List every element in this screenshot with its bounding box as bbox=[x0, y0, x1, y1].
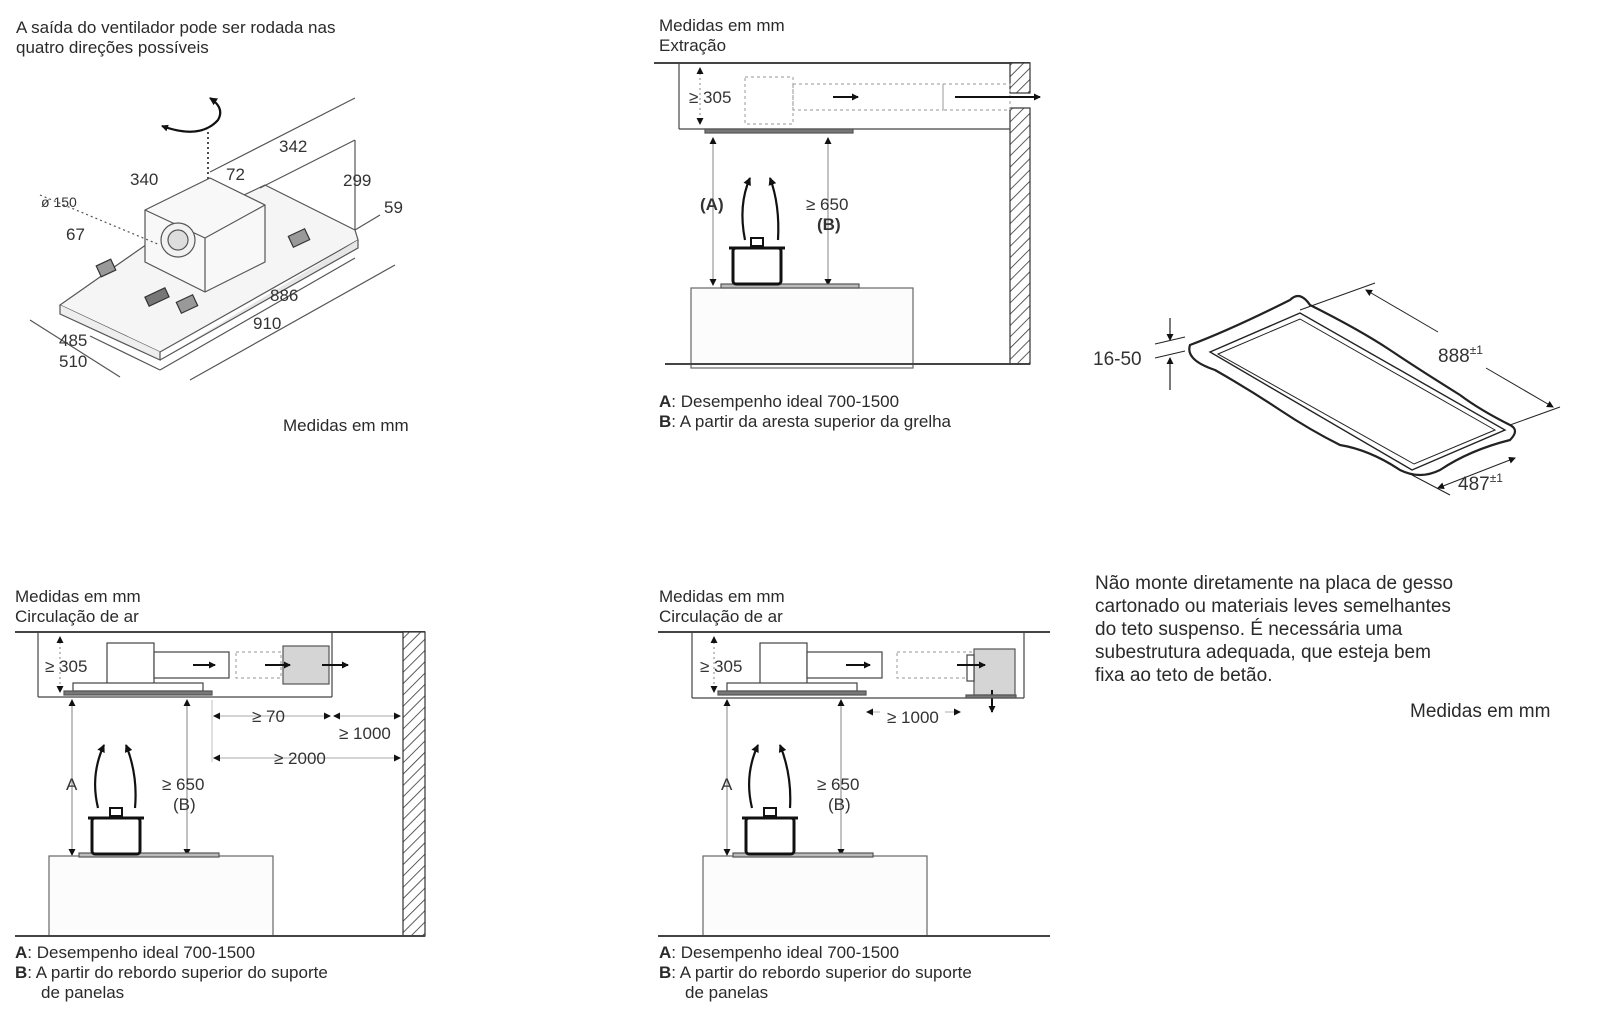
legend-b-continued: de panelas bbox=[685, 983, 769, 1002]
dim-min-1000: ≥ 1000 bbox=[887, 708, 939, 727]
warning-line: Não monte diretamente na placa de gesso bbox=[1095, 573, 1454, 594]
warning-line: cartonado ou materiais leves semelhantes bbox=[1095, 596, 1451, 617]
legend-a: A: Desempenho ideal 700-1500 bbox=[15, 943, 256, 962]
dim-min-650: ≥ 650 bbox=[806, 195, 848, 214]
recirc2-mode-title: Circulação de ar bbox=[659, 607, 783, 626]
dim-diameter-150: ø 150 bbox=[41, 194, 77, 210]
label-b: (B) bbox=[828, 795, 851, 814]
legend-b: B: A partir do rebordo superior do supor… bbox=[659, 963, 972, 982]
iso-units-label: Medidas em mm bbox=[283, 416, 409, 435]
legend-b: B: A partir do rebordo superior do supor… bbox=[15, 963, 328, 982]
iso-caption: A saída do ventilador pode ser rodada na… bbox=[16, 18, 335, 58]
dim-min-305: ≥ 305 bbox=[45, 657, 87, 676]
dim-min-650: ≥ 650 bbox=[817, 775, 859, 794]
dim-910: 910 bbox=[253, 314, 281, 333]
legend-a: A: Desempenho ideal 700-1500 bbox=[659, 392, 900, 411]
cutout-labels: 16-50 888±1 487±1 bbox=[1093, 343, 1503, 495]
extraction-header: Medidas em mm Extração bbox=[659, 16, 785, 56]
legend-a: A: Desempenho ideal 700-1500 bbox=[659, 943, 900, 962]
recirc2-labels: ≥ 305 ≥ 1000 A ≥ 650 (B) bbox=[700, 657, 939, 814]
label-b: (B) bbox=[817, 215, 841, 234]
recirc1-legend: A: Desempenho ideal 700-1500 B: A partir… bbox=[15, 943, 328, 1003]
recirc1-labels: ≥ 305 ≥ 70 ≥ 1000 ≥ 2000 A ≥ 650 (B) bbox=[45, 657, 391, 814]
pot-icon bbox=[88, 807, 144, 856]
dim-width: 487±1 bbox=[1458, 471, 1503, 495]
recirculation-drawing-1 bbox=[15, 631, 426, 937]
extraction-labels: ≥ 305 (A) ≥ 650 (B) bbox=[689, 88, 848, 234]
extraction-legend: A: Desempenho ideal 700-1500 B: A partir… bbox=[659, 392, 951, 432]
dim-72: 72 bbox=[226, 165, 245, 184]
dim-min-1000: ≥ 1000 bbox=[339, 724, 391, 743]
ceiling-cutout-drawing bbox=[1154, 282, 1561, 496]
recirc1-units-label: Medidas em mm bbox=[15, 587, 141, 606]
dim-min-305: ≥ 305 bbox=[700, 657, 742, 676]
dim-886: 886 bbox=[270, 286, 298, 305]
warning-units-label: Medidas em mm bbox=[1410, 701, 1551, 722]
recirc2-units-label: Medidas em mm bbox=[659, 587, 785, 606]
dim-485: 485 bbox=[59, 331, 87, 350]
pot-icon bbox=[742, 807, 798, 856]
pot-icon bbox=[729, 237, 785, 286]
extraction-mode-title: Extração bbox=[659, 36, 727, 55]
recirc1-header: Medidas em mm Circulação de ar bbox=[15, 587, 141, 627]
label-a: A bbox=[66, 775, 78, 794]
iso-caption-line-2: quatro direções possíveis bbox=[16, 38, 209, 57]
recirculation-drawing-2 bbox=[658, 631, 1050, 937]
dim-340: 340 bbox=[130, 170, 158, 189]
label-a: A bbox=[721, 775, 733, 794]
rotate-arrow-icon bbox=[161, 97, 222, 133]
dim-min-650: ≥ 650 bbox=[162, 775, 204, 794]
iso-hood-drawing bbox=[29, 97, 396, 381]
warning-line: fixa ao teto de betão. bbox=[1095, 665, 1273, 686]
dim-59: 59 bbox=[384, 198, 403, 217]
dim-342: 342 bbox=[279, 137, 307, 156]
dim-510: 510 bbox=[59, 352, 87, 371]
legend-b: B: A partir da aresta superior da grelha bbox=[659, 412, 952, 431]
dim-length: 888±1 bbox=[1438, 343, 1483, 367]
dim-67: 67 bbox=[66, 225, 85, 244]
recirc1-mode-title: Circulação de ar bbox=[15, 607, 139, 626]
warning-line: subestrutura adequada, que esteja bem bbox=[1095, 642, 1431, 663]
dim-min-305: ≥ 305 bbox=[689, 88, 731, 107]
dim-thickness: 16-50 bbox=[1093, 349, 1142, 370]
warning-line: do teto suspenso. É necessária uma bbox=[1095, 619, 1403, 640]
recirc2-legend: A: Desempenho ideal 700-1500 B: A partir… bbox=[659, 943, 972, 1003]
warning-note: Não monte diretamente na placa de gesso … bbox=[1095, 572, 1453, 687]
dim-299: 299 bbox=[343, 171, 371, 190]
extraction-units-label: Medidas em mm bbox=[659, 16, 785, 35]
iso-caption-line-1: A saída do ventilador pode ser rodada na… bbox=[16, 18, 336, 37]
recirc2-header: Medidas em mm Circulação de ar bbox=[659, 587, 785, 627]
extraction-drawing bbox=[654, 62, 1041, 369]
label-b: (B) bbox=[173, 795, 196, 814]
iso-dimension-labels: 342 340 72 299 59 ø 150 67 886 910 485 5… bbox=[41, 137, 403, 371]
dim-min-2000: ≥ 2000 bbox=[274, 749, 326, 768]
label-a: (A) bbox=[700, 195, 724, 214]
legend-b-continued: de panelas bbox=[41, 983, 125, 1002]
dim-min-70: ≥ 70 bbox=[252, 707, 285, 726]
